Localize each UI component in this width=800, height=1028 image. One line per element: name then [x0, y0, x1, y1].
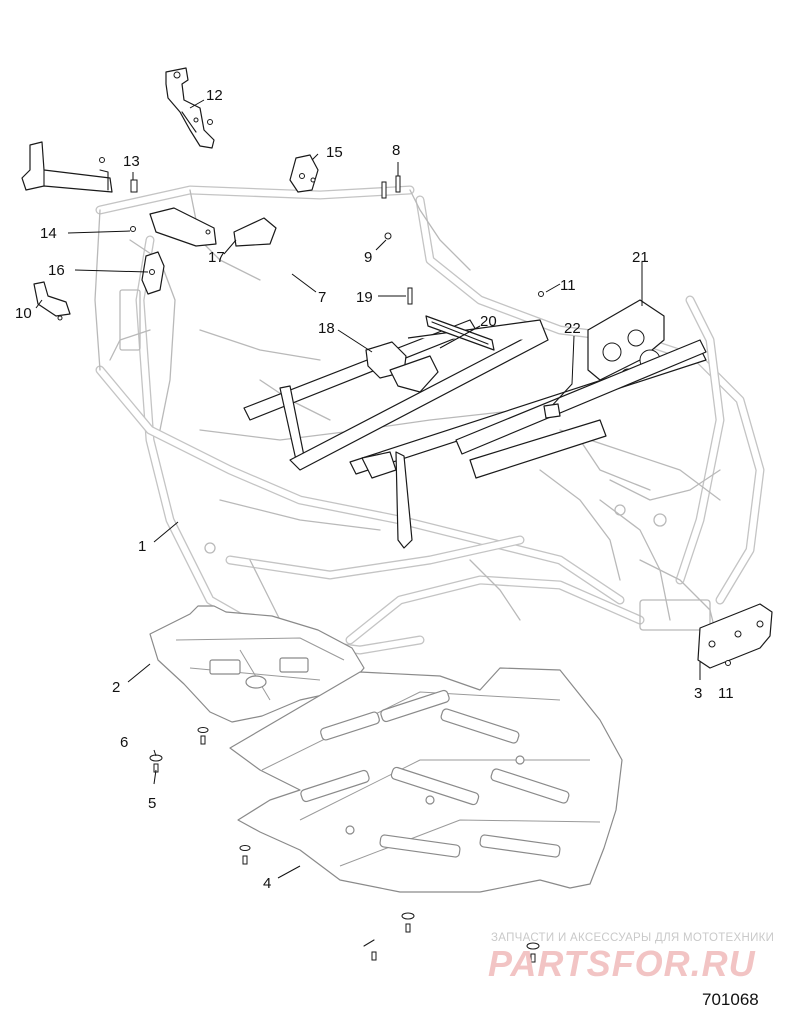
callout-11-upper: 11: [560, 277, 576, 294]
callout-4: 4: [263, 875, 271, 892]
callout-22: 22: [564, 320, 581, 337]
callout-19: 19: [356, 289, 373, 306]
bracket-10: [33, 281, 71, 321]
nut-14: [130, 226, 136, 232]
callout-12: 12: [206, 87, 223, 104]
bracket-16: [141, 251, 165, 295]
leader-lines: [35, 99, 701, 879]
watermark-logo: PARTSFOR.RU: [488, 943, 756, 984]
callout-14: 14: [40, 225, 57, 242]
callout-17: 17: [208, 249, 225, 266]
nut-9: [384, 232, 392, 240]
callout-6: 6: [120, 734, 128, 751]
callout-13: 13: [123, 153, 140, 170]
seat-rail-7: [243, 319, 549, 471]
bracket-15: [289, 154, 319, 193]
callout-1: 1: [138, 538, 146, 555]
callout-3: 3: [694, 685, 702, 702]
fasteners-5-6: [149, 727, 540, 963]
skid-plate-4: [229, 667, 623, 893]
rod-22: [543, 383, 573, 419]
callout-15: 15: [326, 144, 343, 161]
bracket-3: [697, 603, 773, 669]
callout-labels: 1 2 3 4 5 6 7 8 9 10 11 11 12 13 14 15 1…: [15, 87, 734, 892]
callout-16: 16: [48, 262, 65, 279]
bolt-11-upper: [538, 291, 544, 297]
callout-11-lower: 11: [718, 685, 734, 702]
callout-20: 20: [480, 313, 497, 330]
callout-9: 9: [364, 249, 372, 266]
callout-18: 18: [318, 320, 335, 337]
callout-2: 2: [112, 679, 120, 696]
rear-support-21: [455, 299, 707, 479]
bracket-13: [21, 141, 138, 193]
callout-5: 5: [148, 795, 156, 812]
callout-7: 7: [318, 289, 326, 306]
bracket-17: [149, 207, 277, 247]
main-frame: [94, 185, 765, 655]
callout-8: 8: [392, 142, 400, 159]
callout-21: 21: [632, 249, 649, 266]
callout-10: 10: [15, 305, 32, 322]
skid-plate-2: [149, 605, 365, 723]
bolt-19: [407, 287, 413, 305]
figure-number: 701068: [702, 990, 759, 1009]
bracket-18: [365, 341, 439, 393]
watermark-tagline: ЗАПЧАСТИ И АКСЕССУАРЫ ДЛЯ МОТОТЕХНИКИ: [491, 932, 775, 944]
